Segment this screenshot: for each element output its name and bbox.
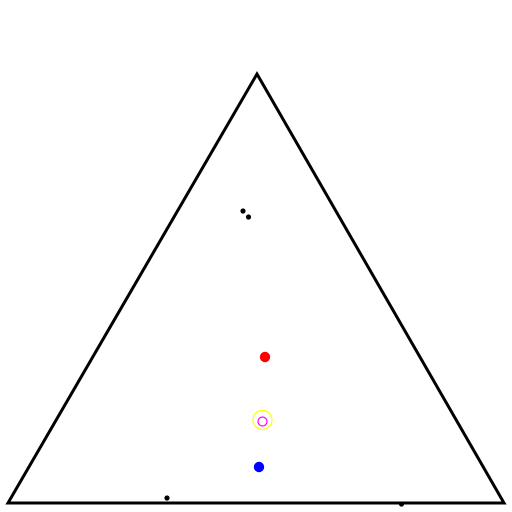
- small-dot-1: [240, 208, 246, 214]
- triangle-outline: [5, 71, 507, 505]
- small-dot-2: [245, 214, 252, 220]
- red-dot: [259, 351, 271, 363]
- small-dot-bottom-left: [164, 495, 170, 501]
- marker-layer: [164, 208, 405, 507]
- blue-dot: [253, 461, 265, 473]
- magenta-ring: [257, 416, 268, 427]
- yellow-ring: [252, 409, 273, 431]
- small-dot-bottom-right: [398, 501, 405, 507]
